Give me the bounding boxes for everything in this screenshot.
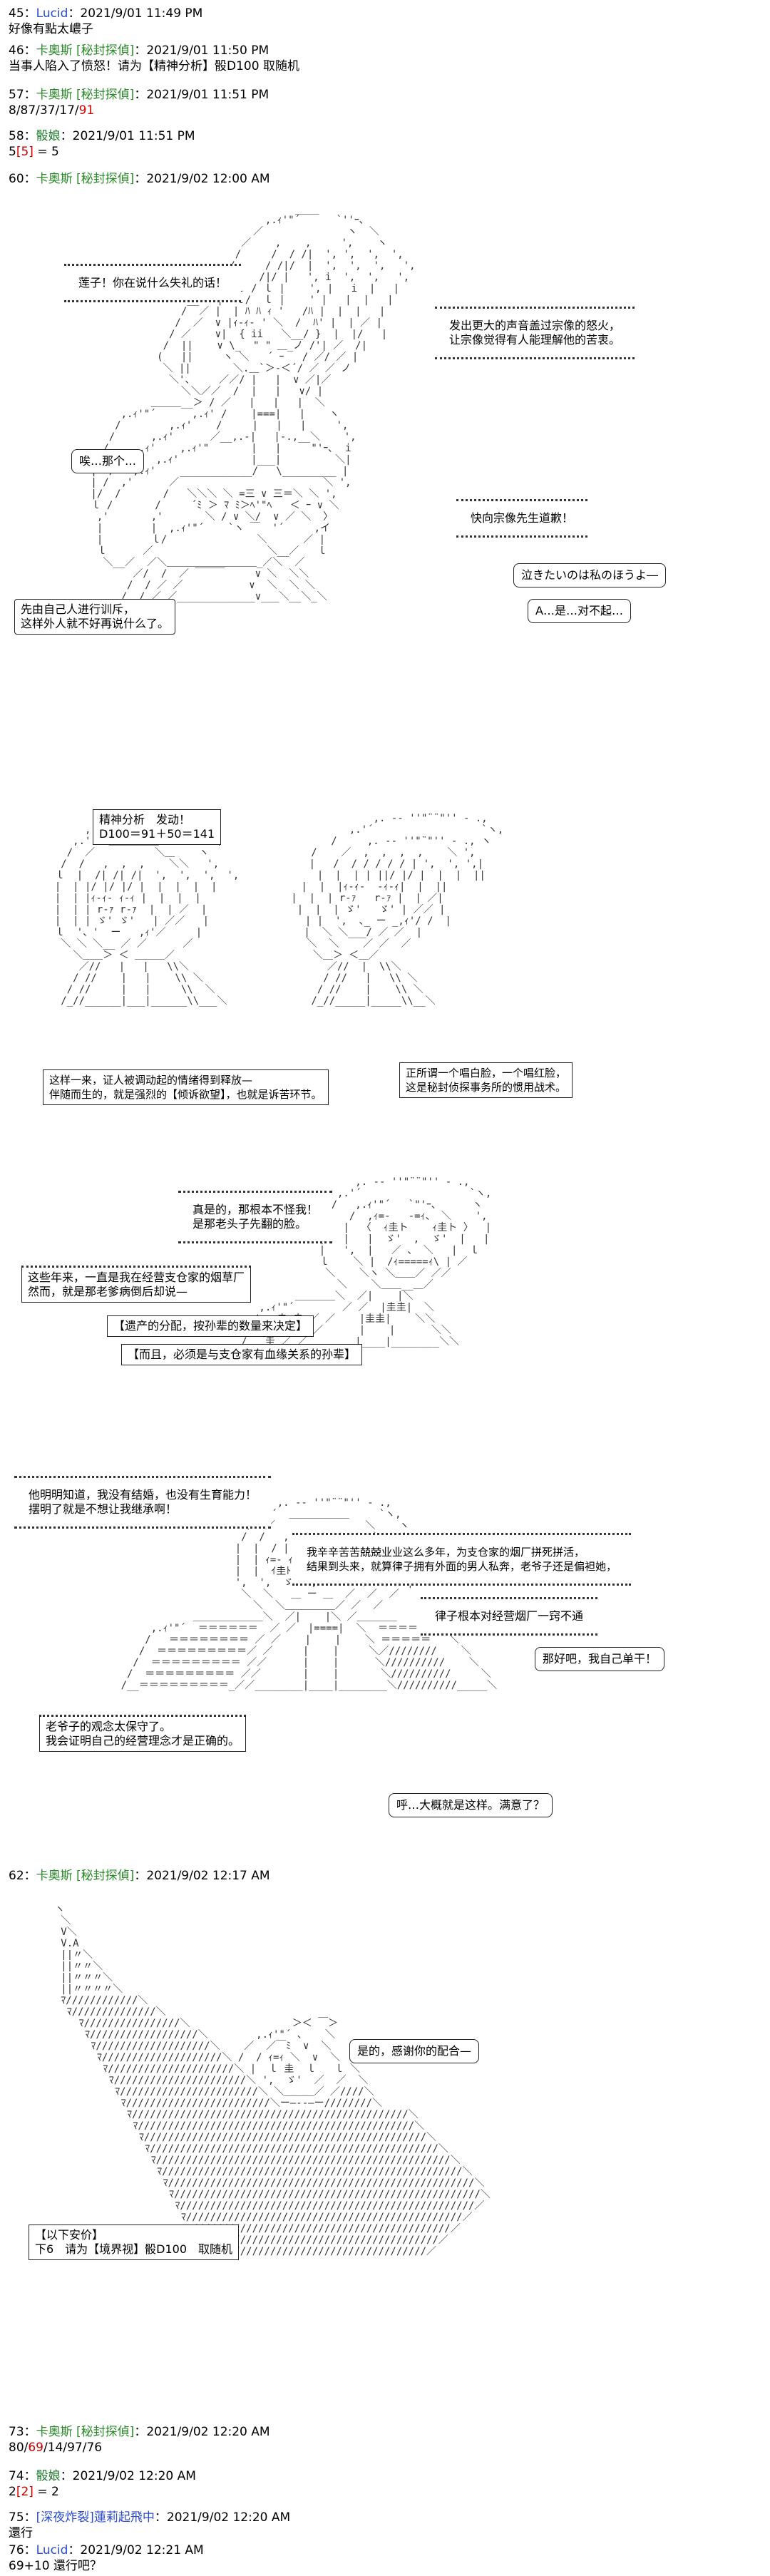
speech-bubble-sorry: A…是…对不起… [528,599,631,623]
speech-bubble-thanks: 是的，感谢你的配合— [349,2039,480,2063]
quote-box-heritage: 【遗产的分配，按孙辈的数量来决定】 [107,1315,314,1337]
post-75: 75：[深夜炸裂]蓮莉起飛中：2021/9/02 12:20 AM 還行 [9,2510,291,2540]
post-73: 73：卡奧斯 [秘封探偵]：2021/9/02 12:20 AM 80/69/1… [9,2425,270,2455]
shout-bubble-knew: 他明明知道，我没有结婚，也没有生育能力！ 摆明了就是不想让我继承啊！ [14,1476,272,1529]
dice-result-box: 精神分析 发动！ D100＝91＋50＝141 [93,809,222,845]
narration-box-tactic: 正所谓一个唱白脸，一个唱红脸， 这是秘封侦探事务所的惯用战术。 [399,1062,573,1098]
post-date: 2021/9/01 11:49 PM [80,6,203,21]
ascii-art-panel-1: ____ ,.ｨ'"´ `''ｰ､ ／ ヽ ＼ ／ , , ', ヽ [91,203,416,602]
narration-box-self: 先由自己人进行训斥， 这样外人就不好再说什么了。 [14,599,176,635]
post-62: 62：卡奧斯 [秘封探偵]：2021/9/02 12:17 AM [9,1869,270,1883]
narration-box-old-fashioned: 老爷子的观念太保守了。 我会证明自己的经营理念才是正确的。 [39,1715,247,1752]
post-45: 45：Lucid：2021/9/01 11:49 PM 好像有點太嶩子 [9,6,203,36]
shout-bubble-not-my-fault: 真是的，那根本不怪我！ 是那老头子先翻的脸。 [178,1191,333,1243]
ascii-art-panel-3: ,. -‐ ''"¨¨"'' ‐ ., ,.'´ `ヽ, / ,.ｨ'"´ `"… [241,1176,492,1348]
next-action-box: 【以下安价】 下6 请为【境界视】骰D100 取随机 [29,2225,240,2260]
post-body: 好像有點太嶩子 [9,22,93,36]
poster-name: Lucid [36,6,68,21]
shout-bubble-work: 我辛辛苦苦兢兢业业这么多年，为支仓家的烟厂拼死拼活， 结果到头来，就算律子拥有外… [292,1533,632,1586]
post-58: 58：骰娘：2021/9/01 11:51 PM 5[5] = 5 [9,129,195,159]
post-46: 46：卡奧斯 [秘封探偵]：2021/9/01 11:50 PM 当事人陷入了愤… [9,43,299,73]
narration-box-release: 这样一来，证人被调动起的情绪得到释放— 伴随而生的，就是强烈的【倾诉欲望】，也就… [43,1069,329,1105]
speech-bubble-uh: 唉…那个… [71,449,145,473]
shout-bubble-cover: 发出更大的声音盖过宗像的怒火， 让宗像觉得有人能理解他的苦衷。 [435,307,635,359]
post-74: 74：骰娘：2021/9/02 12:20 AM 2[2] = 2 [9,2469,196,2499]
post-76: 76：Lucid：2021/9/02 12:21 AM 69+10 還行吧？ [9,2543,204,2573]
narration-box-years: 这些年来，一直是我在经营支仓家的烟草厂 然而，就是那老爹病倒后却说— [21,1266,252,1303]
post-57: 57：卡奧斯 [秘封探偵]：2021/9/01 11:51 PM 8/87/37… [9,88,270,118]
shout-bubble-renko: 莲子！你在说什么失礼的话！ [64,264,242,302]
speech-bubble-cry: 泣きたいのは私のほうよ― [513,563,667,587]
post-number: 45 [9,6,24,21]
speech-bubble-solo: 那好吧，我自己单干！ [535,1647,665,1671]
ascii-art-panel-2: ,. -‐ ''"¨¨"'' ‐ ., ,. -‐ ''"¨¨"'' ‐ ., … [54,813,504,1007]
shout-bubble-ritsu: 律子根本对经营烟厂一窍不通 [421,1597,598,1636]
speech-bubble-satisfied: 呼…大概就是这样。满意了？ [389,1793,553,1817]
ascii-art-panel-4: ,. -‐ ''"¨¨"'' ‐ ., ,.'´ ＿＿＿＿＿＿ `ヽ, / ／ … [120,1497,498,1691]
post-60: 60：卡奧斯 [秘封探偵]：2021/9/02 12:00 AM [9,172,270,186]
ascii-art-panel-5: ヽ ＼ V＼ V.A ||〃＼ ||〃〃＼ ||〃〃〃＼ ||〃〃〃〃＼ ﾏ//… [54,1904,491,2257]
quote-box-blood: 【而且，必须是与支仓家有血缘关系的孙辈】 [121,1344,363,1365]
shout-bubble-apologize: 快向宗像先生道歉！ [456,499,588,538]
